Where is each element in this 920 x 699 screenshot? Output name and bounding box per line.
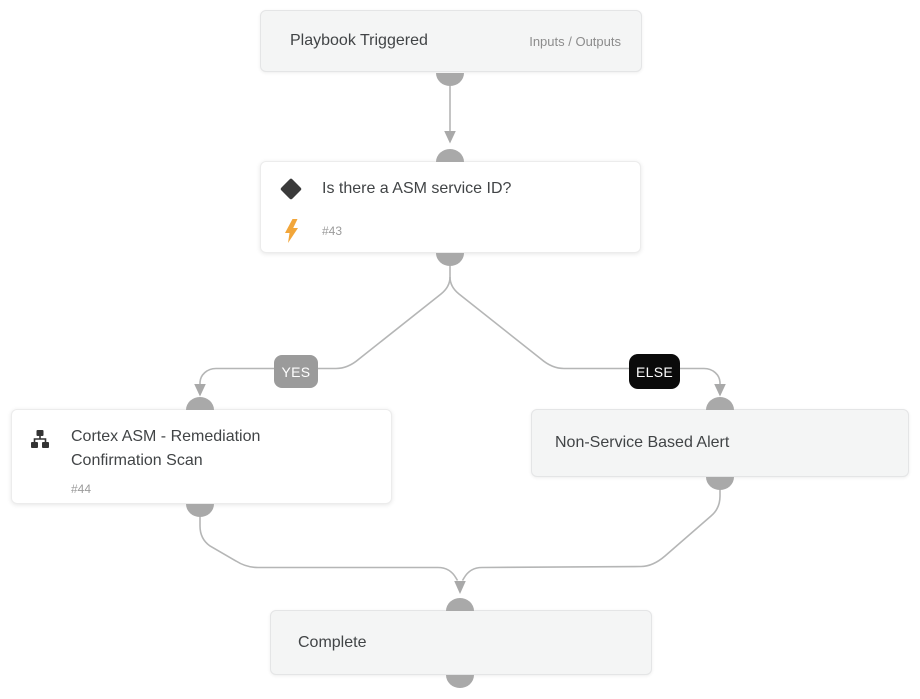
edge-arrowhead	[454, 581, 466, 594]
edge-yes-to-complete	[199, 517, 459, 581]
edge-label-yes: YES	[274, 355, 318, 388]
node-non-service-based-alert[interactable]: Non-Service Based Alert	[531, 409, 909, 477]
connector-port	[186, 504, 214, 517]
sitemap-icon	[30, 429, 50, 454]
connector-port	[706, 477, 734, 490]
edge-label-else: ELSE	[629, 354, 680, 389]
edge-arrowhead	[194, 384, 206, 397]
lightning-icon	[278, 219, 304, 243]
node-title: Non-Service Based Alert	[555, 434, 730, 451]
edge-condition-to-yes	[199, 266, 451, 384]
diamond-icon	[278, 176, 304, 202]
edge-arrowhead	[714, 384, 726, 397]
node-title: Is there a ASM service ID?	[322, 180, 512, 197]
edge-else-to-complete	[461, 489, 721, 581]
inputs-outputs-link[interactable]: Inputs / Outputs	[529, 33, 621, 49]
node-playbook-triggered[interactable]: Playbook Triggered Inputs / Outputs	[260, 10, 642, 72]
connector-port	[436, 73, 464, 86]
task-number: #43	[322, 224, 343, 238]
node-title: Cortex ASM - Remediation Confirmation Sc…	[71, 428, 261, 469]
node-title: Complete	[298, 633, 367, 651]
node-cortex-asm-remediation-scan[interactable]: Cortex ASM - Remediation Confirmation Sc…	[11, 409, 392, 504]
edge-arrowhead	[444, 131, 456, 144]
task-number: #44	[71, 482, 92, 496]
node-complete[interactable]: Complete	[270, 610, 652, 675]
node-condition-asm-service-id[interactable]: Is there a ASM service ID? #43	[260, 161, 641, 253]
connector-port	[446, 675, 474, 688]
connector-port	[436, 253, 464, 266]
node-title: Playbook Triggered	[290, 32, 428, 49]
